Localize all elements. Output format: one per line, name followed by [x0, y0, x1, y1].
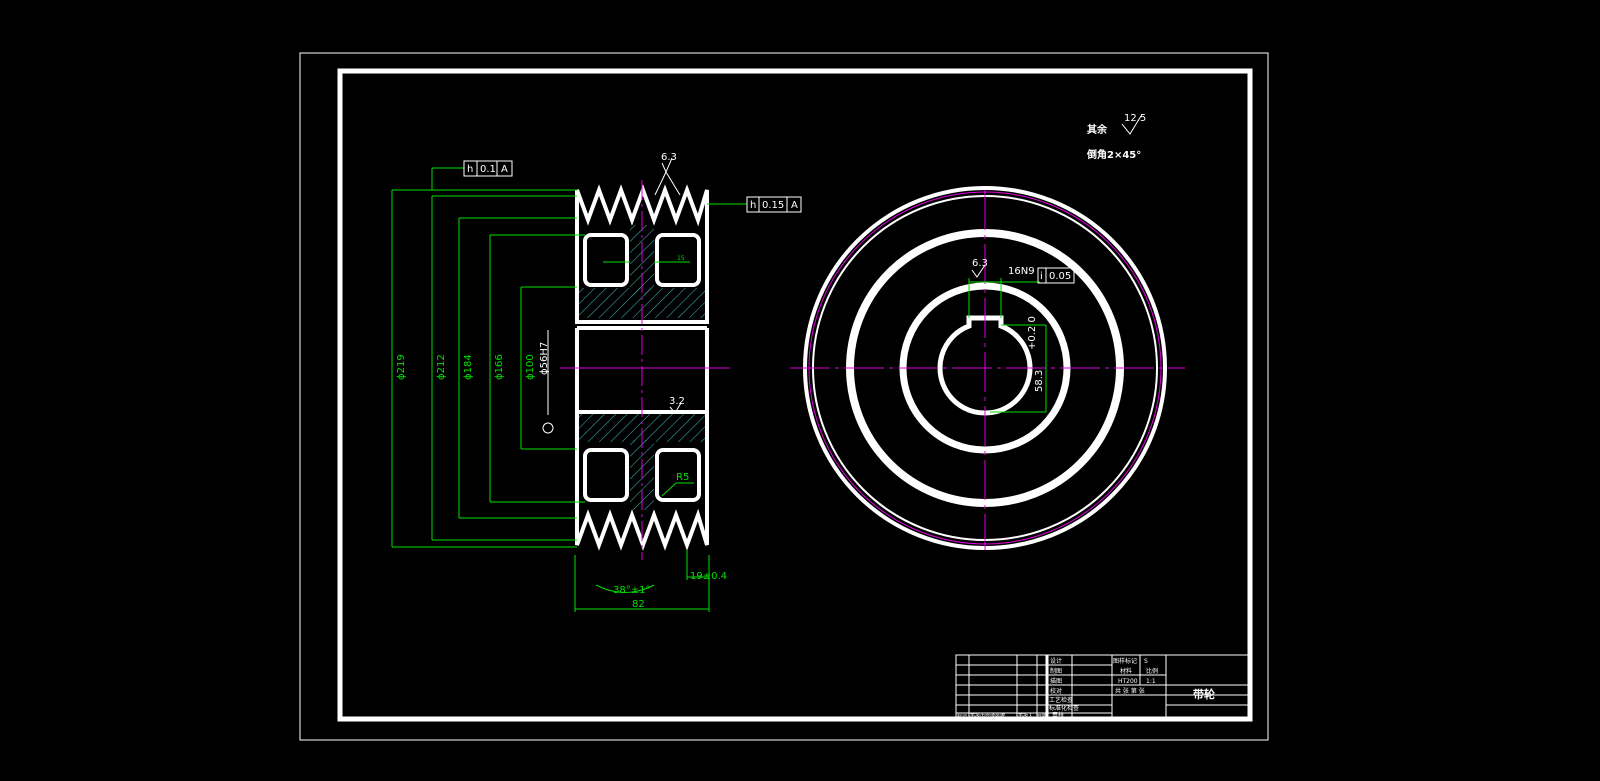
- svg-text:制图: 制图: [1050, 667, 1062, 675]
- dim-d219: ϕ219: [396, 354, 407, 380]
- dim-groove-pitch: 19±0.4: [690, 571, 727, 582]
- outer-border: [299, 52, 1269, 741]
- svg-text:校对: 校对: [1050, 687, 1062, 695]
- svg-text:比例: 比例: [1146, 667, 1158, 675]
- dim-keyway: 16N9: [1008, 266, 1035, 277]
- svg-text:0.15: 0.15: [762, 200, 784, 211]
- svg-text:A: A: [791, 200, 798, 211]
- dim-radius: R5: [676, 472, 689, 483]
- svg-text:A: A: [501, 164, 508, 175]
- svg-text:0.1: 0.1: [480, 164, 496, 175]
- roughness-top: 6.3: [661, 152, 677, 163]
- bore-with-keyway: [937, 315, 1033, 416]
- dim-d212: ϕ212: [436, 354, 447, 380]
- svg-text:共 张 第 张: 共 张 第 张: [1115, 687, 1145, 695]
- svg-text:1:1: 1:1: [1146, 678, 1156, 685]
- dim-bore-fit: ϕ56H7: [539, 342, 550, 375]
- svg-text:设计: 设计: [1050, 657, 1062, 665]
- part-name: 带轮: [1193, 687, 1215, 701]
- svg-text:标准化检查: 标准化检查: [1049, 704, 1079, 712]
- front-section-view: ϕ219 ϕ212 ϕ184 ϕ166 ϕ100 82 38°±1° 19±0.…: [391, 152, 802, 612]
- roughness-icon: [1121, 115, 1142, 135]
- svg-text:h: h: [467, 164, 473, 175]
- title-block: [955, 654, 1249, 720]
- roughness-bore: 3.2: [669, 396, 685, 407]
- side-view: 16N9 58.3 +0.2 0 6.3 i 0.05: [790, 186, 1185, 550]
- svg-text:更改内容或依据: 更改内容或依据: [970, 713, 1005, 720]
- tolerance-frame-keyway: i 0.05: [1037, 267, 1075, 284]
- title-block-text: 设计 制图 描图 校对 工艺检查 标准化检查 审核 图样标记 S 材料 比例 H…: [957, 657, 1215, 720]
- svg-text:更改人: 更改人: [1018, 713, 1033, 720]
- svg-text:工艺检查: 工艺检查: [1049, 696, 1073, 704]
- dim-d184: ϕ184: [463, 354, 474, 380]
- dim-key-tolerance: +0.2 0: [1027, 316, 1038, 350]
- datum-a-icon: [542, 422, 554, 434]
- svg-text:日期: 日期: [1037, 714, 1047, 720]
- dim-width: 82: [632, 599, 645, 610]
- general-notes: 其余 12.5 倒角2×45°: [1086, 113, 1146, 161]
- svg-text:材料: 材料: [1120, 667, 1132, 675]
- dim-d166: ϕ166: [494, 354, 505, 380]
- svg-text:图样标记: 图样标记: [1113, 657, 1137, 665]
- inner-frame: [337, 68, 1253, 722]
- note-remaining: 其余: [1087, 123, 1108, 136]
- roughness-keyway: 6.3: [972, 258, 988, 269]
- note-chamfer: 倒角2×45°: [1086, 148, 1141, 161]
- dim-groove-angle: 38°±1°: [613, 585, 650, 596]
- svg-text:HT200: HT200: [1118, 678, 1138, 685]
- dim-web: 15: [677, 255, 685, 262]
- svg-text:i: i: [1040, 271, 1043, 282]
- svg-text:标记: 标记: [957, 713, 967, 720]
- tolerance-frame-right: h 0.15 A: [746, 196, 802, 213]
- svg-text:S: S: [1144, 658, 1148, 665]
- svg-text:审核: 审核: [1052, 711, 1064, 719]
- roughness-value: 12.5: [1124, 113, 1146, 124]
- svg-text:h: h: [750, 200, 756, 211]
- tolerance-frame-top: h 0.1 A: [463, 160, 513, 177]
- svg-text:描图: 描图: [1050, 677, 1062, 685]
- dim-d100: ϕ100: [525, 354, 536, 380]
- svg-text:0.05: 0.05: [1049, 271, 1071, 282]
- dim-key-depth: 58.3: [1034, 370, 1045, 392]
